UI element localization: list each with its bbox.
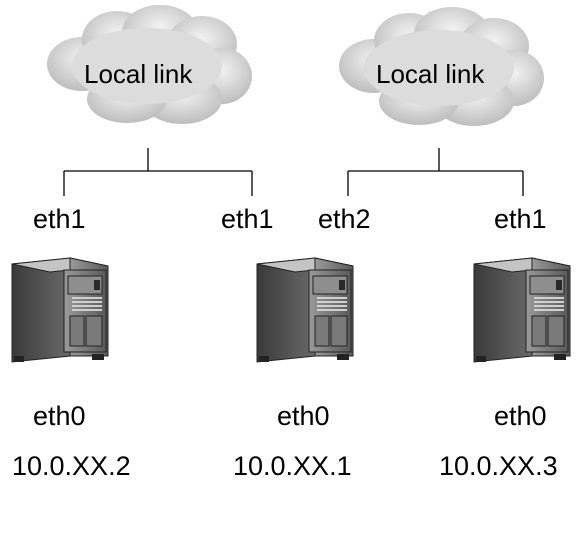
server-icon [11,257,109,363]
server-right-eth1-label: eth1 [494,204,547,234]
server-right-ip-label: 10.0.XX.3 [439,451,558,481]
link-lines-left [63,148,253,196]
server-left-eth1-label: eth1 [33,204,86,234]
link-lines-right [347,148,524,196]
cloud-right-label: Local link [376,59,485,89]
cloud-left-label: Local link [84,59,193,89]
server-icon [473,257,571,363]
server-center-eth0-label: eth0 [277,401,330,431]
server-center-ip-label: 10.0.XX.1 [233,451,352,481]
server-left-eth0-label: eth0 [33,401,86,431]
server-icon [256,257,354,363]
server-center-eth2-label: eth2 [318,204,371,234]
server-center-eth1-label: eth1 [221,204,274,234]
server-left-ip-label: 10.0.XX.2 [12,451,131,481]
server-right-eth0-label: eth0 [494,401,547,431]
